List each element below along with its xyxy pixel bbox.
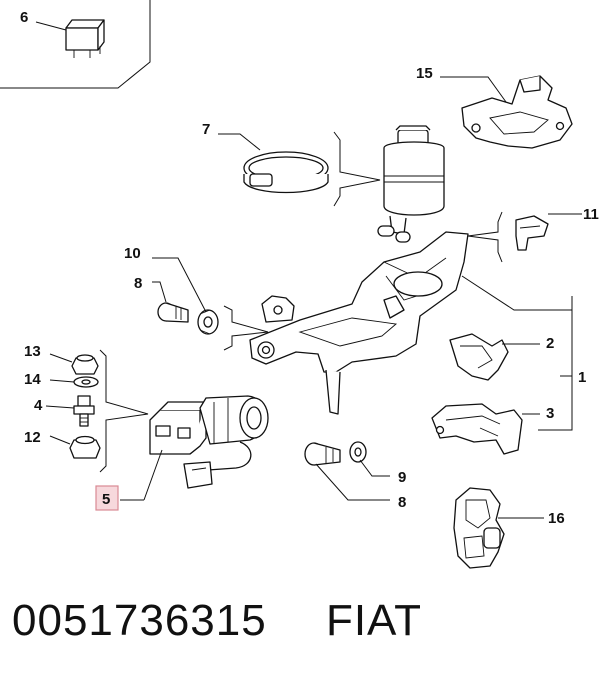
- relay-part: [65, 19, 105, 58]
- callout-11: 11: [583, 206, 599, 223]
- leader-1: [461, 275, 572, 311]
- fluid-reservoir-part: [377, 125, 445, 243]
- leader-12: [49, 435, 71, 445]
- leader-9: [359, 459, 390, 477]
- inset-frame: [0, 0, 151, 89]
- leader-15: [440, 76, 507, 103]
- part-16-mount: [453, 487, 505, 569]
- part-number: 0051736315: [12, 596, 267, 645]
- clip-part: [515, 215, 549, 251]
- bracket-left-group: [99, 349, 149, 473]
- leader-13: [49, 353, 73, 363]
- exploded-parts-diagram: 6 15 7 11: [0, 0, 599, 569]
- callout-4: 4: [34, 397, 43, 414]
- leader-4: [45, 405, 75, 409]
- callout-8a: 8: [134, 275, 142, 292]
- callout-1: 1: [578, 369, 586, 386]
- leader-7: [218, 133, 261, 151]
- leader-10: [152, 257, 207, 313]
- callout-16: 16: [548, 510, 565, 527]
- callout-13: 13: [24, 343, 41, 360]
- callout-2: 2: [546, 335, 554, 352]
- grommet-part: [197, 309, 219, 335]
- callout-3: 3: [546, 405, 554, 422]
- bracket-10-8: [223, 305, 269, 351]
- brand-name: FIAT: [325, 596, 423, 645]
- leader-8a: [152, 281, 167, 303]
- callout-6: 6: [20, 9, 28, 26]
- bolt-lower-part: [304, 442, 341, 466]
- callout-5: 5: [102, 491, 110, 508]
- hose-clamp-part: [243, 151, 329, 194]
- leader-5: [143, 449, 163, 501]
- washer-9-part: [349, 441, 367, 463]
- bracket-7: [333, 131, 381, 207]
- bracket-11: [467, 211, 503, 263]
- callout-8b: 8: [398, 494, 406, 511]
- nut-13-part: [71, 354, 99, 375]
- part-3-bracket: [431, 403, 523, 455]
- callout-9: 9: [398, 469, 406, 486]
- main-bracket-part: [249, 231, 469, 415]
- bracket-1: [538, 296, 573, 431]
- callout-12: 12: [24, 429, 41, 446]
- bolt-upper-part: [157, 302, 189, 323]
- part-caption: 0051736315 FIAT: [12, 596, 422, 646]
- stud-4-part: [73, 395, 95, 427]
- pump-motor-part: [149, 395, 269, 489]
- washer-14-part: [73, 376, 99, 388]
- callout-10: 10: [124, 245, 141, 262]
- nut-12-part: [69, 435, 101, 459]
- leader-6: [35, 21, 67, 31]
- leader-14: [49, 379, 75, 383]
- callout-14: 14: [24, 371, 41, 388]
- upper-bracket-part: [461, 75, 573, 149]
- callout-15: 15: [416, 65, 433, 82]
- callout-7: 7: [202, 121, 210, 138]
- highlight-box-5: [95, 485, 119, 511]
- leader-8b: [315, 463, 390, 501]
- part-2-bracket: [449, 333, 509, 381]
